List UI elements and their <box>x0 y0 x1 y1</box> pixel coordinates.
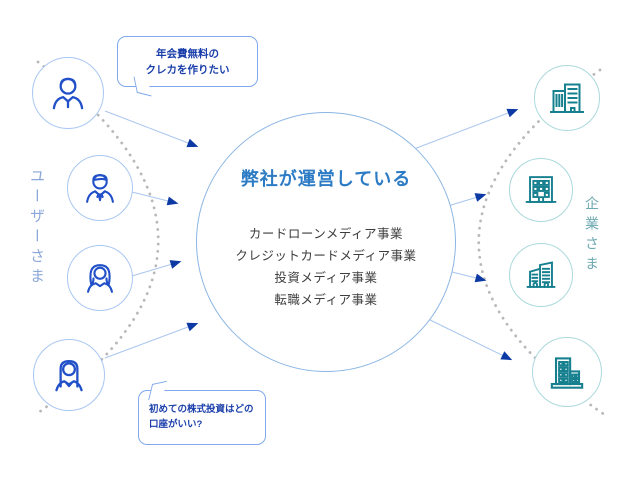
man-suit-icon <box>86 174 114 203</box>
woman-long-hair-icon <box>55 360 83 392</box>
user-node-1 <box>32 57 104 129</box>
arrow-user4-to-circle <box>104 322 199 359</box>
companies-group-label: 企業さま <box>584 196 600 276</box>
arrow-circle-to-company3 <box>447 270 487 283</box>
business-item: 投資メディア事業 <box>274 271 378 285</box>
business-list: カードローンメディア事業 クレジットカードメディア事業 投資メディア事業 転職メ… <box>197 223 455 311</box>
man-polo-icon <box>52 77 84 110</box>
speech-bubble-top-line1: 年会費無料の <box>156 48 219 60</box>
speech-bubble-top: 年会費無料の クレカを作りたい <box>117 36 258 97</box>
company-node-1 <box>534 65 600 131</box>
angled-buildings-icon <box>526 261 556 288</box>
arrow-circle-to-company2 <box>447 193 487 207</box>
business-item: カードローンメディア事業 <box>248 227 404 241</box>
building-complex-icon <box>550 357 584 389</box>
circle-title: 弊社が運営している <box>240 169 412 189</box>
users-group-label: ユーザーさま <box>28 168 45 288</box>
company-node-2 <box>509 158 573 222</box>
company-node-4 <box>532 337 602 407</box>
company-operations-circle: 弊社が運営している カードローンメディア事業 クレジットカードメディア事業 投資… <box>196 112 456 372</box>
business-item: 転職メディア事業 <box>274 293 378 307</box>
arrow-circle-to-company4 <box>425 317 513 361</box>
company-node-3 <box>509 243 573 307</box>
arrow-user1-to-circle <box>104 110 199 148</box>
speech-bubble-bottom: 初めての株式投資はどの口座がいい? <box>138 380 266 445</box>
speech-bubble-top-line2: クレカを作りたい <box>145 64 230 76</box>
business-item: クレジットカードメディア事業 <box>235 249 417 263</box>
office-building-icon <box>525 176 557 203</box>
woman-wavy-hair-icon <box>87 264 113 293</box>
arrow-user3-to-circle <box>131 260 182 277</box>
user-node-4 <box>33 339 105 411</box>
user-node-2 <box>67 155 133 221</box>
arrow-circle-to-company1 <box>413 108 519 150</box>
speech-bubble-bottom-text: 初めての株式投資はどの口座がいい? <box>149 404 254 430</box>
arrow-user2-to-circle <box>131 191 179 206</box>
user-node-3 <box>67 245 133 311</box>
two-buildings-icon <box>550 83 584 113</box>
